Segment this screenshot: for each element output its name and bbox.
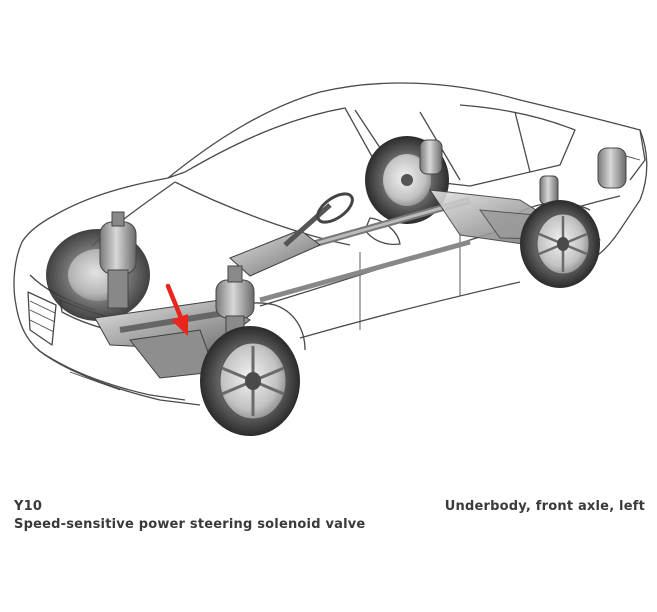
drivetrain-chassis (94, 189, 601, 379)
front-left-air-spring (99, 211, 137, 309)
vehicle-phantom-illustration (13, 82, 648, 436)
component-code: Y10 (14, 499, 43, 514)
rear-left-air-spring (419, 139, 443, 175)
rear-right-air-spring (539, 147, 627, 205)
component-location: Underbody, front axle, left (444, 499, 645, 514)
component-name: Speed-sensitive power steering solenoid … (14, 517, 366, 532)
front-right-wheel (200, 326, 300, 436)
red-arrow-pointer (165, 283, 188, 336)
car-body-outline (13, 82, 648, 406)
rear-right-wheel (520, 200, 600, 288)
